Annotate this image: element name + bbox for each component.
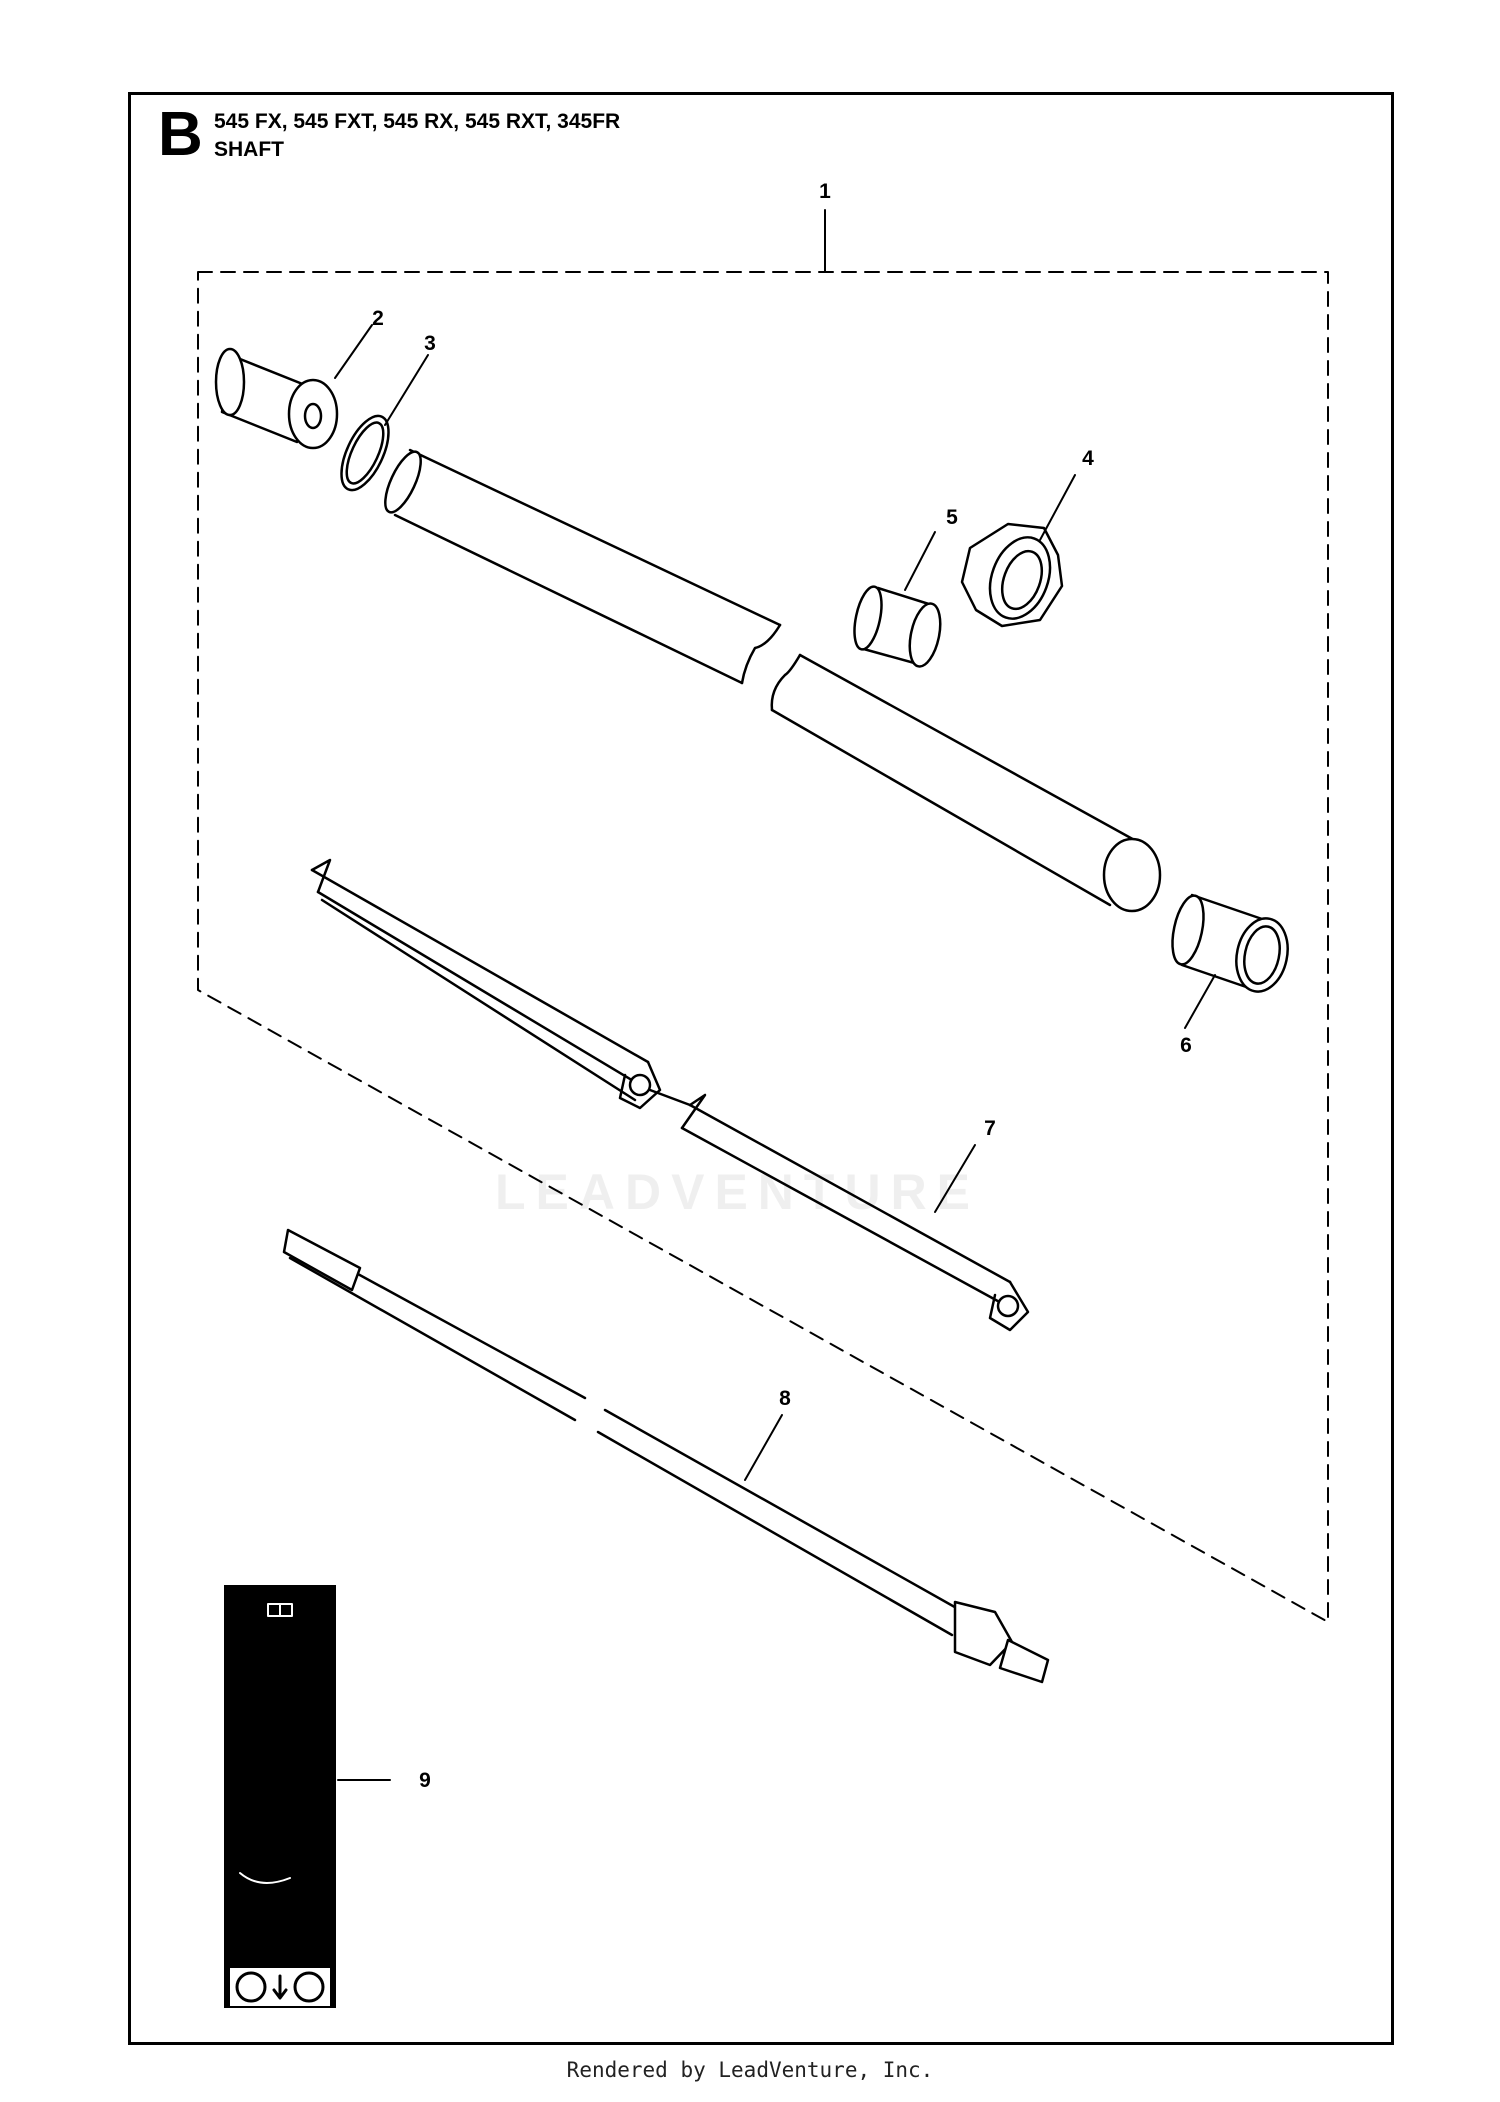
part-8-drive-shaft-lower xyxy=(596,1408,1050,1684)
callout-4: 4 xyxy=(1082,447,1094,470)
leader-3 xyxy=(384,354,429,426)
part-3-o-ring xyxy=(340,414,390,492)
callout-5: 5 xyxy=(946,506,958,529)
part-7-liner-upper xyxy=(310,858,692,1110)
leader-2 xyxy=(334,324,373,379)
part-1-shaft-tube-lower xyxy=(770,653,1162,913)
part-5-bushing xyxy=(853,585,942,668)
watermark-text: LEADVENTURE xyxy=(495,1164,981,1220)
diagram-frame xyxy=(128,92,1394,2045)
callout-2: 2 xyxy=(372,307,384,330)
kit-boundary xyxy=(197,271,1329,1623)
part-1-shaft-tube-upper xyxy=(384,448,782,685)
callout-3: 3 xyxy=(424,332,436,355)
section-letter: B xyxy=(158,100,203,169)
callout-7: 7 xyxy=(984,1117,996,1140)
part-4-nut xyxy=(960,522,1064,628)
model-list: 545 FX, 545 FXT, 545 RX, 545 RXT, 345FR xyxy=(214,110,621,133)
part-8-drive-shaft-upper xyxy=(282,1228,587,1422)
footer-credit: Rendered by LeadVenture, Inc. xyxy=(566,2058,934,2082)
leader-5 xyxy=(904,531,936,591)
part-7-liner-lower xyxy=(680,1093,1030,1332)
callout-9: 9 xyxy=(419,1769,431,1792)
callout-8: 8 xyxy=(779,1387,791,1410)
leader-8 xyxy=(744,1414,783,1481)
leader-6 xyxy=(1184,974,1216,1029)
callout-1: 1 xyxy=(819,180,831,203)
part-9-decal xyxy=(224,1585,336,2008)
part-2-end-cap xyxy=(214,347,339,450)
callout-6: 6 xyxy=(1180,1034,1192,1057)
part-6-bearing-sleeve xyxy=(1171,893,1289,993)
leader-7 xyxy=(934,1144,976,1213)
diagram-subtitle: SHAFT xyxy=(214,138,284,161)
leader-4 xyxy=(1039,474,1076,541)
